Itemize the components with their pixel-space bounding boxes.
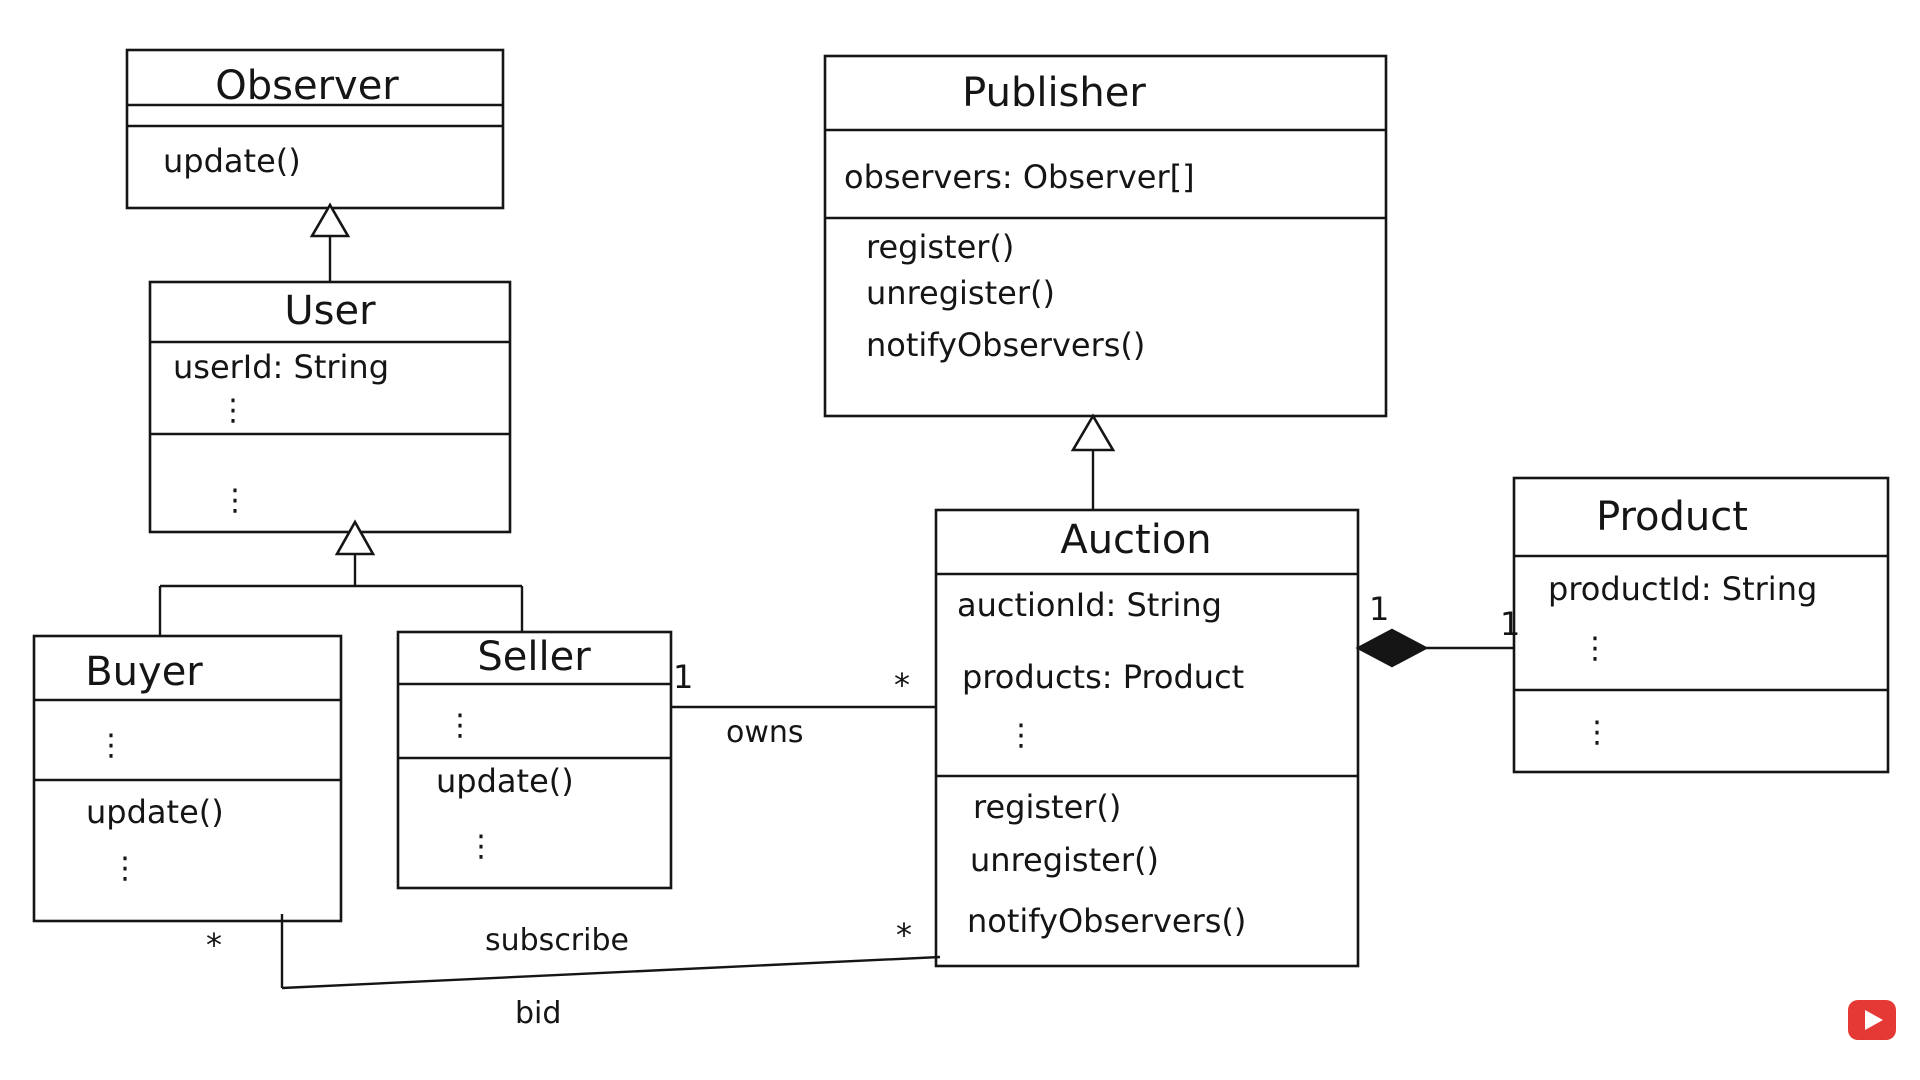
composition-diamond — [1355, 628, 1429, 668]
auction-attribute-ellipsis: ⋮ — [1006, 718, 1036, 753]
class-observer: Observer update() — [125, 48, 505, 210]
auction-attribute-auctionid: auctionId: String — [957, 586, 1222, 624]
inheritance-buyer-seller-user — [158, 519, 524, 636]
auction-box — [934, 508, 1360, 968]
buyer-attribute-ellipsis: ⋮ — [96, 728, 126, 763]
inheritance-arrow-user — [334, 519, 376, 556]
user-attribute-userid: userId: String — [173, 348, 389, 386]
composition-auction-product: 1 1 — [1355, 590, 1520, 668]
product-attribute-productid: productId: String — [1548, 570, 1817, 608]
seller-method-update: update() — [436, 762, 574, 800]
auction-attribute-products: products: Product — [962, 658, 1244, 696]
inheritance-arrow-publisher — [1070, 413, 1116, 452]
composition-product-multiplicity: 1 — [1500, 605, 1520, 643]
association-subscribe: subscribe bid * * — [206, 914, 941, 1031]
subscribe-buyer-multiplicity: * — [206, 926, 222, 964]
buyer-method-update: update() — [86, 793, 224, 831]
association-owns: owns 1 * — [671, 658, 936, 750]
product-attribute-ellipsis: ⋮ — [1580, 631, 1610, 666]
subscribe-badge[interactable] — [1848, 1000, 1896, 1040]
buyer-box — [32, 634, 343, 923]
bid-label: bid — [515, 996, 561, 1031]
observer-box — [125, 48, 505, 210]
seller-attribute-ellipsis: ⋮ — [445, 708, 475, 743]
auction-method-notify: notifyObservers() — [967, 902, 1246, 940]
composition-auction-multiplicity: 1 — [1369, 590, 1389, 628]
seller-method-ellipsis: ⋮ — [466, 829, 496, 864]
buyer-class-name: Buyer — [85, 649, 203, 695]
publisher-class-name: Publisher — [962, 70, 1146, 116]
seller-box — [396, 630, 673, 890]
play-icon[interactable] — [1865, 1010, 1883, 1030]
inheritance-arrow-user-observer — [309, 202, 351, 238]
seller-class-name: Seller — [477, 634, 591, 680]
product-class-name: Product — [1596, 494, 1748, 540]
subscribe-auction-multiplicity: * — [896, 916, 912, 954]
user-class-name: User — [284, 288, 376, 334]
publisher-method-unregister: unregister() — [866, 274, 1055, 312]
user-method-ellipsis: ⋮ — [220, 483, 250, 518]
subscribe-label: subscribe — [485, 923, 629, 958]
publisher-method-notify: notifyObservers() — [866, 326, 1145, 364]
class-product: Product productId: String ⋮ ⋮ — [1512, 476, 1890, 774]
user-attribute-ellipsis: ⋮ — [218, 393, 248, 428]
auction-method-register: register() — [973, 788, 1121, 826]
owns-seller-multiplicity: 1 — [673, 658, 693, 696]
product-box — [1512, 476, 1890, 774]
subscribe-line-horizontal — [281, 955, 941, 990]
inheritance-user-observer — [309, 202, 351, 282]
owns-label: owns — [726, 715, 804, 750]
owns-auction-multiplicity: * — [894, 666, 910, 704]
auction-class-name: Auction — [1060, 517, 1211, 563]
product-method-ellipsis: ⋮ — [1582, 715, 1612, 750]
publisher-box — [823, 54, 1388, 418]
class-buyer: Buyer ⋮ update() ⋮ — [32, 634, 343, 923]
inheritance-auction-publisher — [1070, 413, 1116, 510]
auction-method-unregister: unregister() — [970, 841, 1159, 879]
buyer-method-ellipsis: ⋮ — [110, 851, 140, 886]
class-seller: Seller ⋮ update() ⋮ — [396, 630, 673, 890]
class-auction: Auction auctionId: String products: Prod… — [934, 508, 1360, 968]
observer-method-update: update() — [163, 142, 301, 180]
publisher-method-register: register() — [866, 228, 1014, 266]
class-publisher: Publisher observers: Observer[] register… — [823, 54, 1388, 418]
publisher-attribute-observers: observers: Observer[] — [844, 158, 1195, 196]
class-user: User userId: String ⋮ ⋮ — [148, 280, 512, 534]
observer-class-name: Observer — [215, 63, 399, 109]
